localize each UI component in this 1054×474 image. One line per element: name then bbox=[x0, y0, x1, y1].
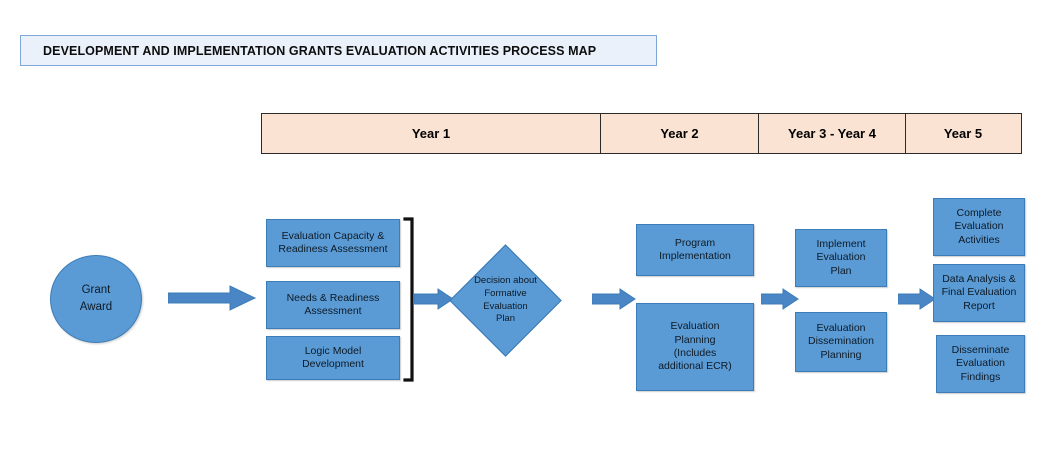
arrow-year1-to-decision bbox=[414, 288, 454, 310]
node-evaluation-capacity-readiness-assessment: Evaluation Capacity &Readiness Assessmen… bbox=[266, 219, 400, 267]
node-label: Evaluation Capacity &Readiness Assessmen… bbox=[278, 229, 388, 255]
year1-group-bracket bbox=[403, 217, 416, 382]
timeline-header: Year 1 Year 2 Year 3 - Year 4 Year 5 bbox=[261, 113, 1022, 154]
page-title: DEVELOPMENT AND IMPLEMENTATION GRANTS EV… bbox=[43, 43, 597, 58]
timeline-column-label: Year 3 - Year 4 bbox=[788, 126, 876, 141]
arrow-decision-to-year2 bbox=[592, 288, 636, 310]
arrow-year2-to-year34 bbox=[761, 288, 799, 310]
timeline-column-label: Year 1 bbox=[411, 126, 451, 141]
timeline-column-year-5: Year 5 bbox=[904, 113, 1022, 154]
timeline-column-year-3-4: Year 3 - Year 4 bbox=[758, 113, 906, 154]
timeline-column-year-1: Year 1 bbox=[261, 113, 601, 154]
arrow-start-to-year1 bbox=[168, 285, 256, 311]
arrow-year34-to-year5 bbox=[898, 288, 936, 310]
timeline-column-label: Year 5 bbox=[943, 126, 983, 141]
page-title-banner: DEVELOPMENT AND IMPLEMENTATION GRANTS EV… bbox=[20, 35, 657, 66]
timeline-column-year-2: Year 2 bbox=[599, 113, 760, 154]
timeline-column-label: Year 2 bbox=[660, 126, 699, 141]
